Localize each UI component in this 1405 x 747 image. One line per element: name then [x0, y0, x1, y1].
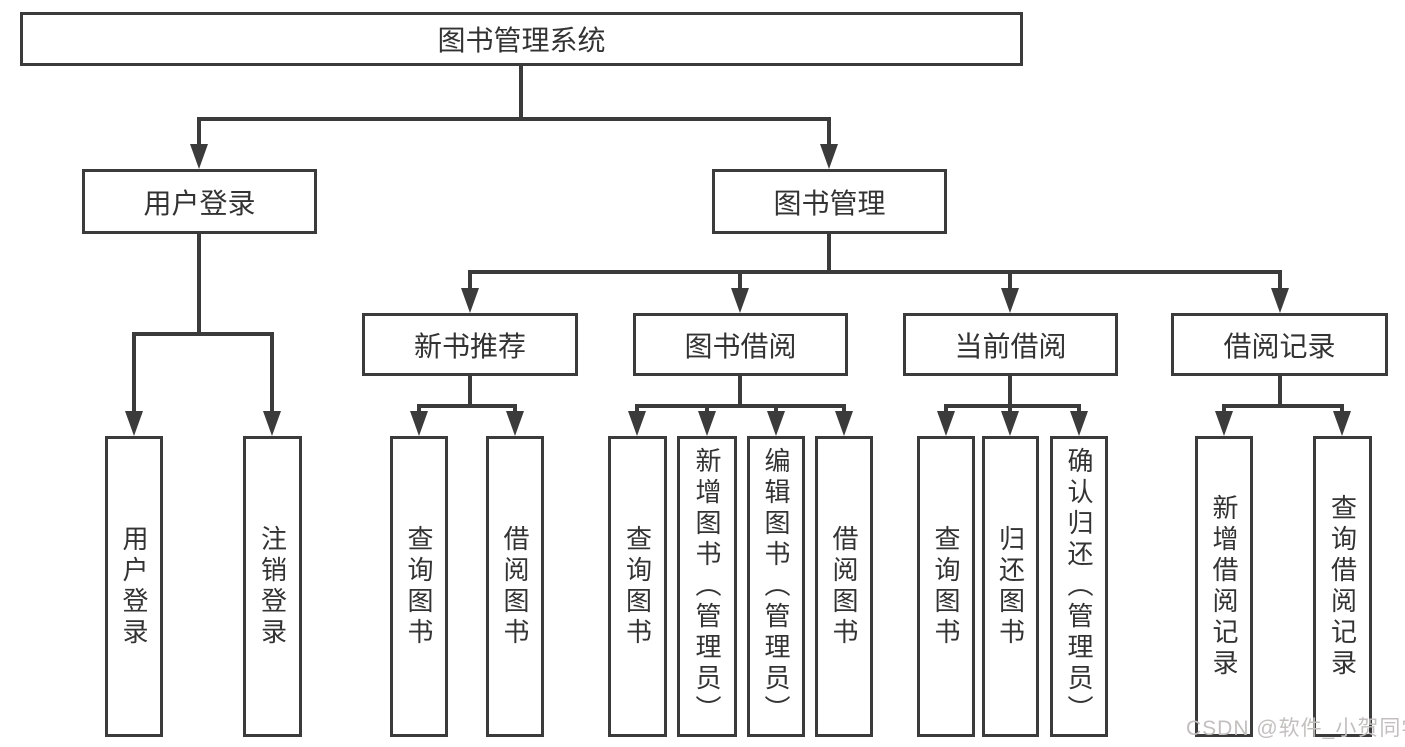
leaf-label: 确认归还（管理员）: [1064, 447, 1094, 726]
connector-drop-leaf: [1008, 404, 1012, 414]
leaf-query-borrow-record: 查询借阅记录: [1313, 436, 1372, 737]
arrow-down-icon: [125, 411, 143, 436]
leaf-label: 查询图书: [931, 524, 961, 649]
leaf-label: 查询借阅记录: [1327, 493, 1358, 680]
connector-rec-stem: [468, 374, 472, 408]
connector-drop-current: [1008, 270, 1012, 292]
leaf-add-books-admin: 新增图书（管理员）: [677, 436, 737, 737]
leaf-query-books-recommend: 查询图书: [390, 436, 448, 737]
leaf-logout-login: 注销登录: [243, 436, 302, 737]
connector-drop-leaf: [513, 404, 517, 414]
connector-drop-leaf: [1222, 404, 1226, 414]
arrow-down-icon: [1271, 288, 1289, 313]
leaf-label: 新增借阅记录: [1209, 493, 1239, 680]
connector-bor-hbar: [635, 404, 846, 408]
connector-bm-stem: [827, 231, 831, 274]
connector-rec-hbar: [417, 404, 517, 408]
arrow-down-icon: [820, 144, 838, 169]
arrow-down-icon: [698, 411, 716, 436]
node-root-library-system: 图书管理系统: [20, 12, 1023, 66]
leaf-return-books: 归还图书: [982, 436, 1039, 737]
connector-drop-recommend: [468, 270, 472, 292]
leaf-borrow-books-recommend: 借阅图书: [486, 436, 544, 737]
node-label: 用户登录: [143, 187, 256, 219]
node-label: 图书借阅: [684, 330, 797, 362]
connector-bor-stem: [738, 374, 742, 408]
leaf-confirm-return-admin: 确认归还（管理员）: [1050, 436, 1108, 737]
connector-drop-records: [1278, 270, 1282, 292]
arrow-down-icon: [190, 144, 208, 169]
connector-drop-user-login: [197, 117, 201, 149]
arrow-down-icon: [506, 411, 524, 436]
node-label: 新书推荐: [413, 330, 526, 362]
leaf-user-login: 用户登录: [105, 436, 163, 737]
connector-rcd-hbar: [1222, 404, 1344, 408]
arrow-down-icon: [767, 411, 785, 436]
leaf-label: 新增图书（管理员）: [692, 447, 722, 726]
leaf-borrow-books: 借阅图书: [815, 436, 873, 737]
leaf-label: 借阅图书: [829, 524, 859, 649]
connector-root-stem: [519, 63, 523, 121]
connector-drop-leaf: [635, 404, 639, 414]
node-book-management: 图书管理: [712, 169, 947, 234]
leaf-label: 归还图书: [995, 524, 1026, 649]
csdn-watermark: CSDN @软件_小贺同学: [1186, 717, 1405, 740]
connector-drop-leaf: [774, 404, 778, 414]
connector-root-hbar: [197, 117, 831, 121]
arrow-down-icon: [1001, 288, 1019, 313]
leaf-query-books-borrow: 查询图书: [608, 436, 667, 737]
connector-cur-stem: [1008, 374, 1012, 408]
leaf-label: 查询图书: [404, 524, 434, 649]
leaf-query-books-current: 查询图书: [917, 436, 975, 737]
leaf-label: 用户登录: [119, 524, 149, 649]
node-label: 借阅记录: [1223, 330, 1336, 362]
node-borrowing-records: 借阅记录: [1171, 313, 1388, 376]
arrow-down-icon: [1070, 411, 1088, 436]
connector-bm-hbar: [468, 270, 1282, 274]
node-label: 图书管理: [773, 187, 886, 219]
leaf-edit-books-admin: 编辑图书（管理员）: [747, 436, 805, 737]
connector-rcd-stem: [1278, 374, 1282, 408]
connector-ul-stem: [197, 231, 201, 336]
leaf-label: 注销登录: [257, 524, 288, 649]
arrow-down-icon: [263, 411, 281, 436]
arrow-down-icon: [731, 288, 749, 313]
connector-drop-leaf: [705, 404, 709, 414]
node-label: 当前借阅: [954, 330, 1067, 362]
arrow-down-icon: [937, 411, 955, 436]
arrow-down-icon: [835, 411, 853, 436]
leaf-add-borrow-record: 新增借阅记录: [1195, 436, 1253, 737]
connector-drop-leaf: [417, 404, 421, 414]
connector-drop-leaf: [132, 332, 136, 414]
connector-drop-book-management: [827, 117, 831, 149]
connector-drop-leaf: [270, 332, 274, 414]
leaf-label: 借阅图书: [500, 524, 530, 649]
connector-drop-leaf: [842, 404, 846, 414]
arrow-down-icon: [461, 288, 479, 313]
connector-drop-leaf: [944, 404, 948, 414]
connector-drop-borrowing: [738, 270, 742, 292]
arrow-down-icon: [410, 411, 428, 436]
connector-drop-leaf: [1077, 404, 1081, 414]
node-book-borrowing: 图书借阅: [633, 313, 848, 376]
arrow-down-icon: [628, 411, 646, 436]
node-new-book-recommend: 新书推荐: [362, 313, 578, 376]
arrow-down-icon: [1001, 411, 1019, 436]
connector-drop-leaf: [1340, 404, 1344, 414]
connector-ul-hbar: [132, 332, 274, 336]
arrow-down-icon: [1215, 411, 1233, 436]
node-label: 图书管理系统: [437, 25, 606, 56]
leaf-label: 查询图书: [622, 524, 653, 649]
node-user-login: 用户登录: [82, 169, 317, 234]
node-current-borrowing: 当前借阅: [903, 313, 1118, 376]
leaf-label: 编辑图书（管理员）: [761, 447, 791, 726]
connector-cur-hbar: [944, 404, 1081, 408]
arrow-down-icon: [1333, 411, 1351, 436]
